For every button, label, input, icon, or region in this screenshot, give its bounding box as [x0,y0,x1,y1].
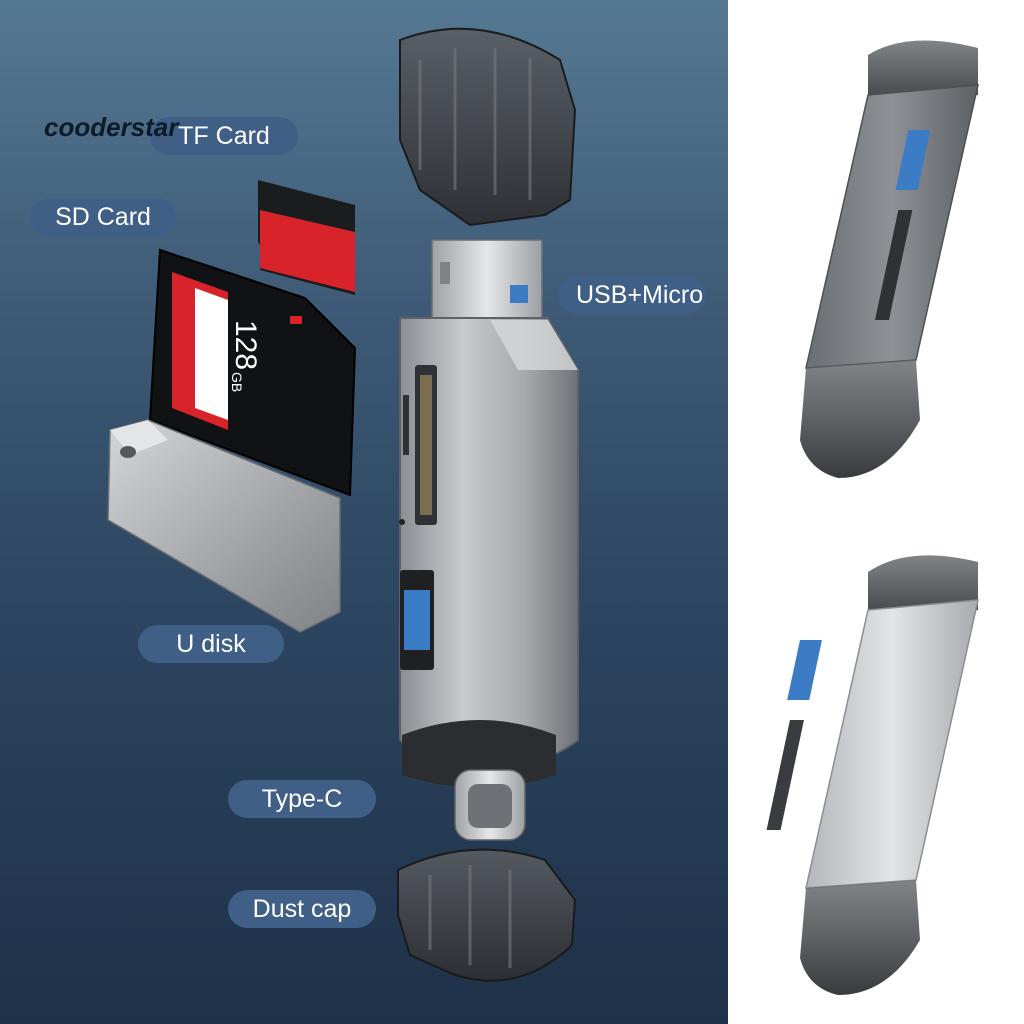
bottom-dust-cap [397,848,577,982]
color-variants-panel [728,0,1024,1024]
label-tf-card: TF Card [150,117,298,155]
sd-capacity: 128 [229,320,262,370]
exploded-view-panel: 128 GB [0,0,728,1024]
top-dust-cap [399,27,577,227]
brand-watermark: cooderstar [44,112,179,142]
card-reader-body [399,239,579,841]
sd-card: 128 GB [148,248,357,497]
label-type-c: Type-C [228,780,376,818]
label-sd-card: SD Card [30,198,176,236]
sd-capacity-unit: GB [229,372,245,392]
color-variants-illustration [766,40,979,995]
light-silver-variant [766,555,979,995]
u-disk [107,419,341,633]
label-usb-micro: USB+Micro [558,276,706,314]
label-u-disk: U disk [138,625,284,663]
dark-grey-variant [800,40,979,478]
label-dust-cap: Dust cap [228,890,376,928]
exploded-view-illustration: 128 GB [107,27,579,982]
tf-card [258,180,355,295]
